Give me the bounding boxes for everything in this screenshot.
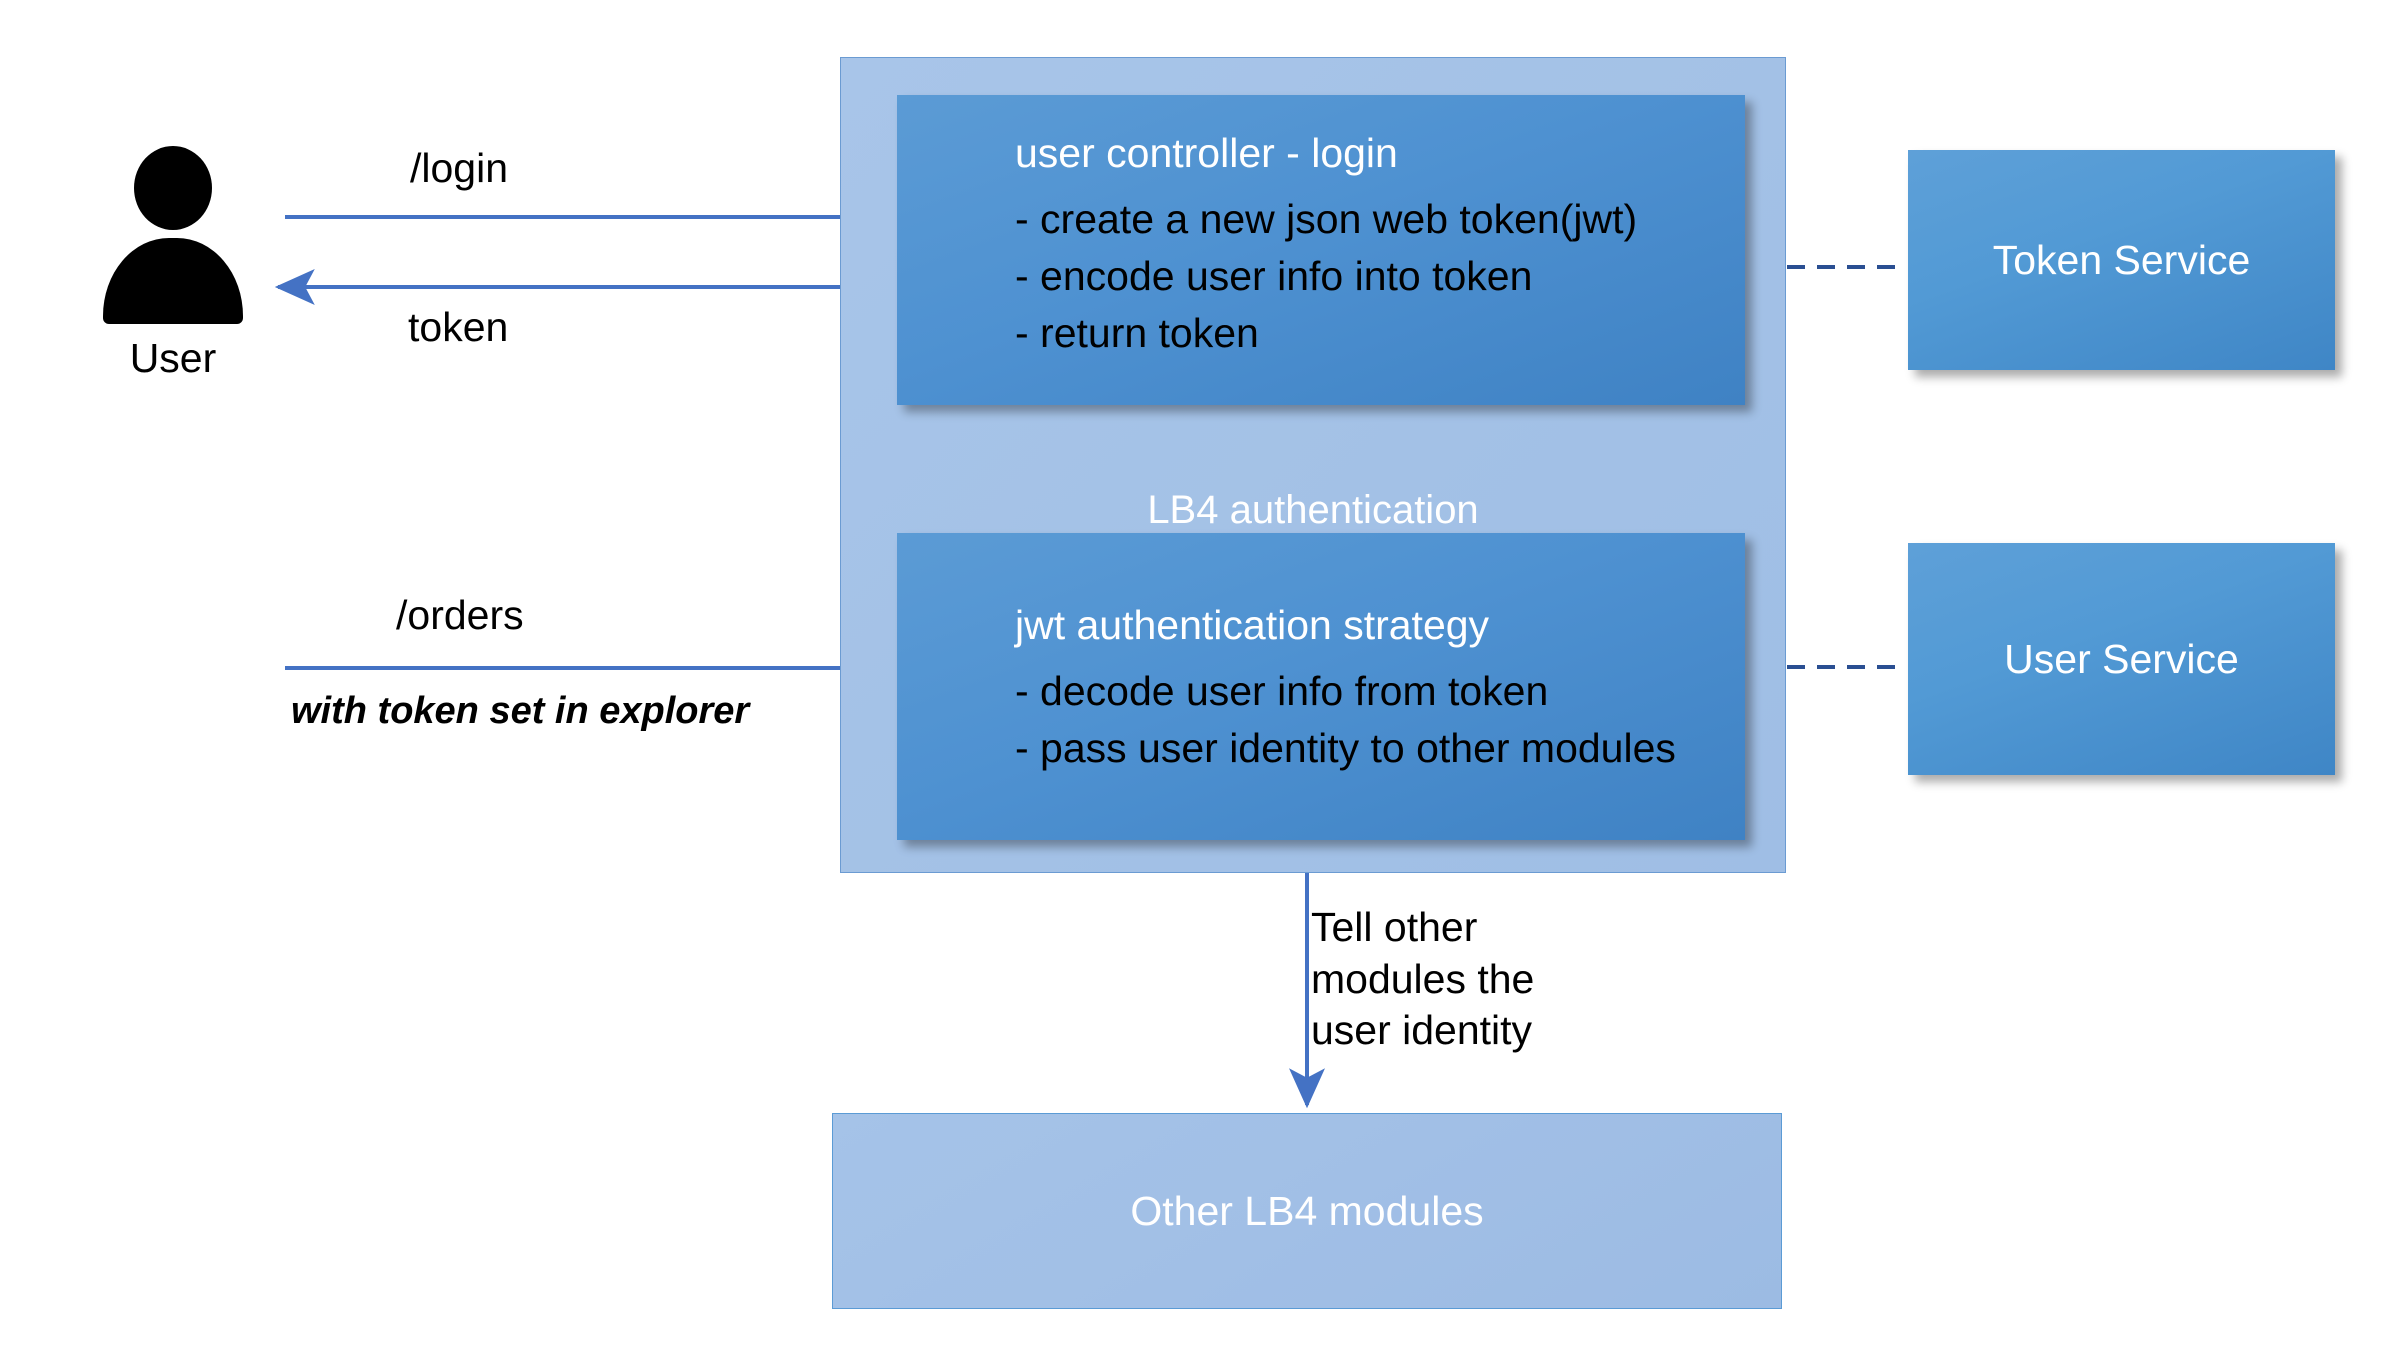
- label-login: /login: [410, 145, 509, 191]
- label-tell-other-modules: Tell other modules the user identity: [1311, 904, 1535, 1054]
- box-jwt-strategy-title: jwt authentication strategy: [1015, 602, 1490, 648]
- label-orders: /orders: [396, 592, 524, 638]
- label-token: token: [408, 304, 509, 350]
- box-other-lb4-modules[interactable]: Other LB4 modules: [832, 1113, 1782, 1309]
- box-other-lb4-modules-label: Other LB4 modules: [1130, 1187, 1484, 1234]
- box-user-controller-line-3: - return token: [1015, 310, 1259, 356]
- lb4-authentication-label: LB4 authentication: [1147, 488, 1479, 532]
- box-jwt-authentication-strategy[interactable]: jwt authentication strategy - decode use…: [897, 533, 1745, 840]
- box-user-controller-lines: - create a new json web token(jwt) - enc…: [1015, 199, 1637, 354]
- box-user-service-label: User Service: [2004, 635, 2239, 682]
- user-actor: User: [78, 146, 268, 379]
- box-jwt-strategy-line-2: - pass user identity to other modules: [1015, 725, 1676, 771]
- box-jwt-strategy-lines: - decode user info from token - pass use…: [1015, 671, 1676, 769]
- box-token-service[interactable]: Token Service: [1908, 150, 2335, 370]
- box-user-controller-title: user controller - login: [1015, 130, 1398, 176]
- box-user-controller-line-1: - create a new json web token(jwt): [1015, 196, 1638, 242]
- box-user-controller-line-2: - encode user info into token: [1015, 253, 1533, 299]
- box-user-controller[interactable]: user controller - login - create a new j…: [897, 95, 1745, 405]
- person-head-shape: [134, 146, 212, 230]
- person-body-shape: [103, 238, 243, 324]
- box-token-service-label: Token Service: [1992, 236, 2251, 283]
- person-icon: [103, 146, 243, 324]
- box-jwt-strategy-line-1: - decode user info from token: [1015, 668, 1549, 714]
- box-user-service[interactable]: User Service: [1908, 543, 2335, 775]
- label-orders-note: with token set in explorer: [291, 690, 750, 732]
- user-label: User: [129, 335, 217, 381]
